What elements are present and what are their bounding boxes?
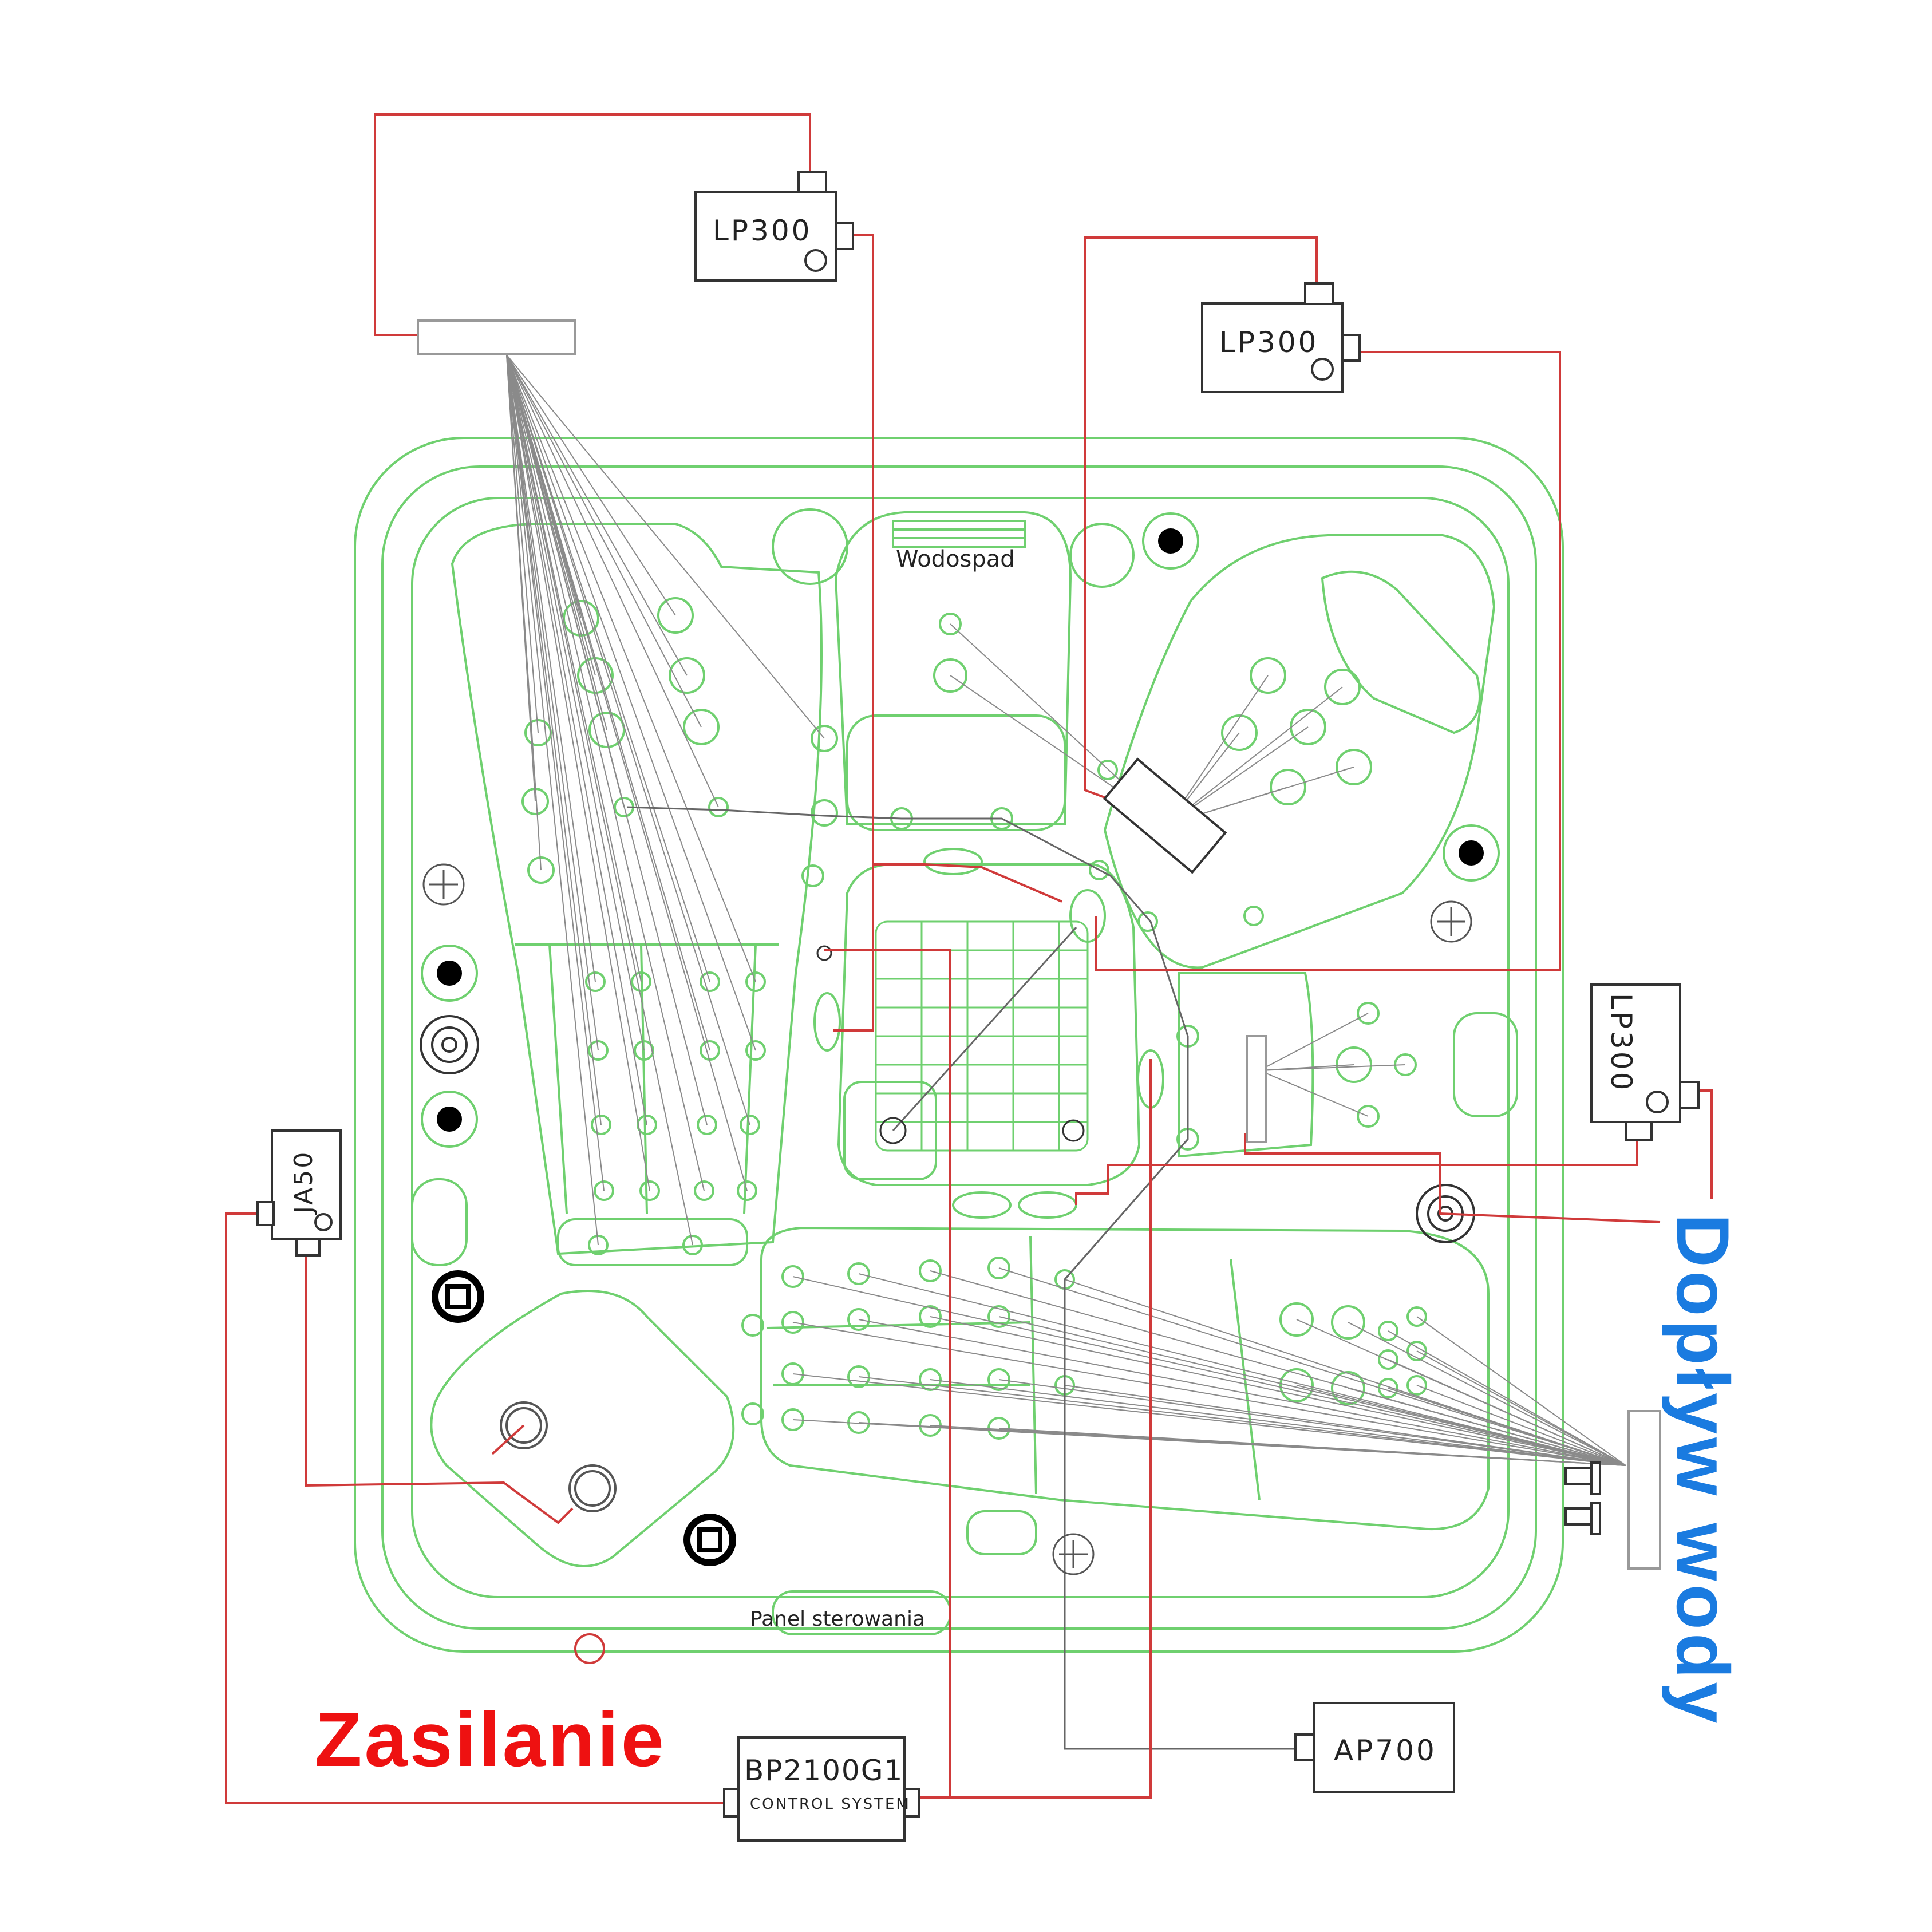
bp2100-label: BP2100G1 (744, 1754, 903, 1787)
speaker-icon (421, 945, 478, 1002)
diverter-icon (422, 863, 465, 906)
right-side-seat (1178, 972, 1314, 1158)
ja50-device (256, 1129, 342, 1257)
waterfall-outlet (892, 520, 1026, 548)
left-recess (411, 1178, 468, 1266)
speaker-icon (1142, 512, 1199, 570)
bottom-recess (966, 1510, 1037, 1555)
bottom-lounger-contours (767, 1236, 1261, 1500)
jets (500, 597, 1427, 1512)
electrical-wiring (225, 113, 1713, 1804)
water-inlet-callout: Dopływ wody (1661, 1214, 1745, 1727)
cup-holder-top-right (1069, 523, 1135, 588)
suction-icon (683, 1514, 736, 1566)
wire-seat-lights (491, 1424, 525, 1455)
wire-lp300-b-left (1084, 236, 1318, 800)
ap700-label: AP700 (1334, 1734, 1437, 1767)
power-supply-callout: Zasilanie (315, 1696, 666, 1783)
wire-footwell-left (833, 864, 874, 1032)
wire-ja50-to-seat (305, 1245, 574, 1524)
corner-seat-top-right (1103, 534, 1496, 969)
left-footrest (557, 1218, 748, 1266)
manifold-side-fan (1259, 1013, 1406, 1117)
lp300-top-label: LP300 (713, 214, 812, 247)
air-control-icon (420, 1015, 479, 1074)
main-pipes (626, 806, 1299, 1750)
devices (256, 171, 1700, 1842)
tub-shell (411, 497, 1510, 1598)
footwell-corner (843, 1081, 937, 1180)
lp300-top-device (694, 171, 854, 282)
ground-terminal (574, 1633, 605, 1664)
speaker-icon (421, 1091, 478, 1148)
suction-icon (432, 1270, 484, 1323)
water-inlet-fittings (1564, 1461, 1601, 1535)
corner-seat-bottom-left (430, 1290, 735, 1567)
wire-ja50-to-control (225, 1212, 727, 1804)
left-lounger-seat (451, 523, 823, 1255)
wire-lp300-a-to-manifold (374, 113, 811, 336)
lp300-middle-device (1201, 282, 1361, 393)
tub-inner-rim (381, 465, 1537, 1630)
wire-light-bus (824, 949, 1152, 1799)
corner-headrest (1321, 570, 1481, 734)
ja50-label: JA50 (289, 1151, 318, 1215)
bottom-lounger (760, 1226, 1490, 1531)
waterfall-seat (834, 511, 1072, 825)
tub-outer-rim (354, 437, 1564, 1653)
left-lounger-contours (515, 943, 779, 1214)
speaker-icon (1443, 824, 1500, 882)
wire-lp300-a-to-footwell (847, 234, 1062, 903)
control-panel-label: Panel sterowania (750, 1607, 925, 1631)
manifold-side (1246, 1035, 1267, 1143)
diverter-icon (1430, 900, 1472, 943)
wire-lp300-b-right (1095, 351, 1561, 971)
waterfall-backrest (846, 714, 1066, 831)
bp2100-sublabel: CONTROL SYSTEM (750, 1796, 911, 1813)
manifold-top-left (417, 319, 576, 355)
manifold-top-left-fan (506, 354, 825, 1246)
manifold-right (1627, 1410, 1661, 1570)
light-icon (816, 945, 1085, 1144)
cup-holder-top (772, 508, 848, 585)
lp300-middle-label: LP300 (1219, 326, 1318, 359)
plumbing-lines (506, 354, 1626, 1750)
fixtures (420, 512, 1500, 1575)
diverter-icon (1052, 1533, 1095, 1575)
footwell-grille (875, 920, 1089, 1152)
manifold-corner (1103, 757, 1227, 874)
labels: LP300 LP300 LP300 JA50 AP700 BP2100G1 CO… (289, 214, 1745, 1813)
wire-lp300-c (1075, 1091, 1638, 1205)
right-armrest (1453, 1012, 1518, 1117)
manifold-right-fan (792, 1267, 1626, 1466)
bp2100-control-system (723, 1736, 920, 1842)
wire-aircontrol (1244, 1133, 1661, 1223)
waterfall-label: Wodospad (896, 546, 1015, 572)
lp300-right-device (1590, 983, 1700, 1141)
lp300-right-label: LP300 (1605, 993, 1638, 1092)
ap700-device (1294, 1702, 1455, 1793)
